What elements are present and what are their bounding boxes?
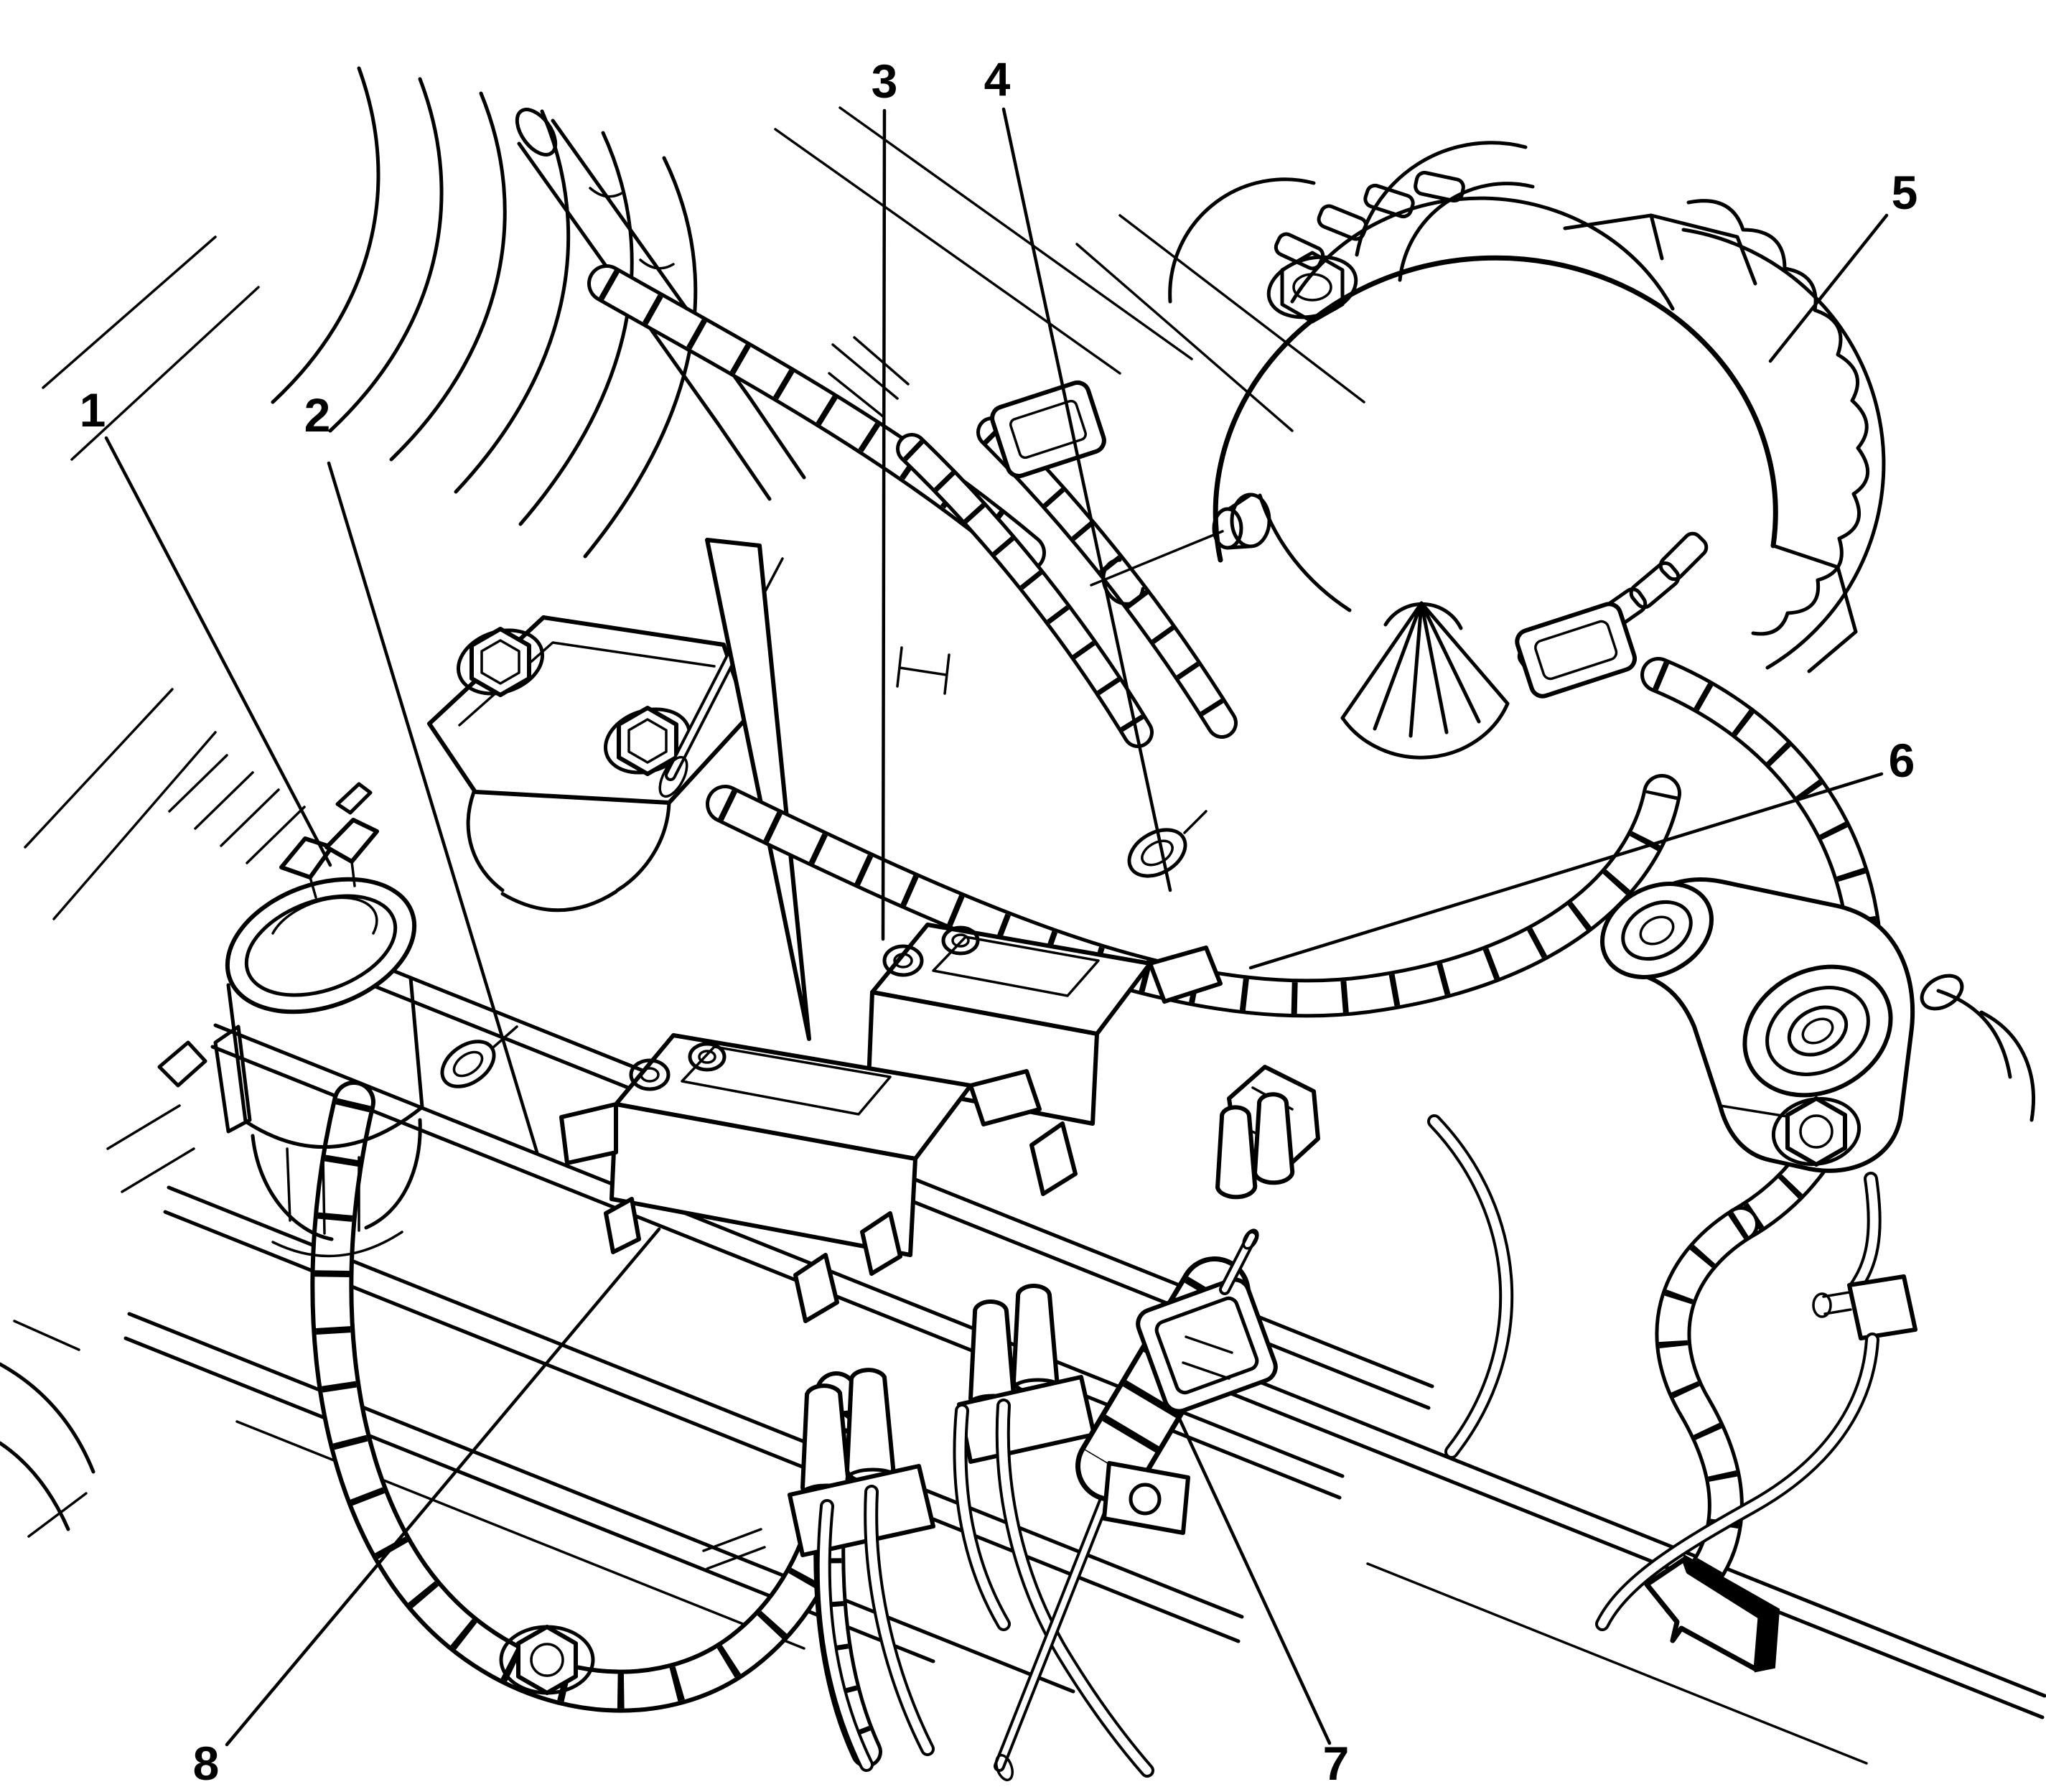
alternator <box>1090 171 1886 760</box>
ignition-coil <box>106 754 424 1258</box>
callout-8-leader <box>225 1227 661 1747</box>
callout-layer: 1 2 3 4 5 6 7 8 <box>80 52 1918 1790</box>
callout-5-label: 5 <box>1892 166 1918 219</box>
callout-1-label: 1 <box>80 383 106 437</box>
coil-module-right <box>866 923 1223 1196</box>
callout-7-label: 7 <box>1323 1737 1350 1790</box>
callout-6-leader <box>1248 772 1884 970</box>
callout-3-label: 3 <box>872 55 898 108</box>
coil-module-left <box>559 1033 1042 1323</box>
sensor-bracket-right <box>1586 877 2035 1624</box>
direction-arrow <box>1644 1554 1780 1673</box>
arrow-face <box>1644 1557 1763 1672</box>
callout-4-label: 4 <box>984 52 1011 106</box>
intake-runner-fins <box>24 66 698 920</box>
spark-plug-boots <box>788 1092 1295 1770</box>
callout-5-leader <box>1768 213 1889 363</box>
callout-4-leader <box>1001 107 1172 892</box>
wedge-pointer <box>705 538 811 1041</box>
callout-2-leader <box>327 461 539 1154</box>
engine-bracket <box>427 615 750 913</box>
callout-7-leader <box>1176 1414 1332 1745</box>
callout-6-label: 6 <box>1889 734 1915 787</box>
purge-solenoid <box>993 1228 1278 1782</box>
callout-2-label: 2 <box>304 388 331 442</box>
callout-1-leader <box>104 436 332 867</box>
engine-block-lines <box>0 1320 595 1695</box>
background-lines <box>774 106 1535 695</box>
callout-3-leader <box>881 108 887 941</box>
callout-8-label: 8 <box>193 1737 220 1790</box>
